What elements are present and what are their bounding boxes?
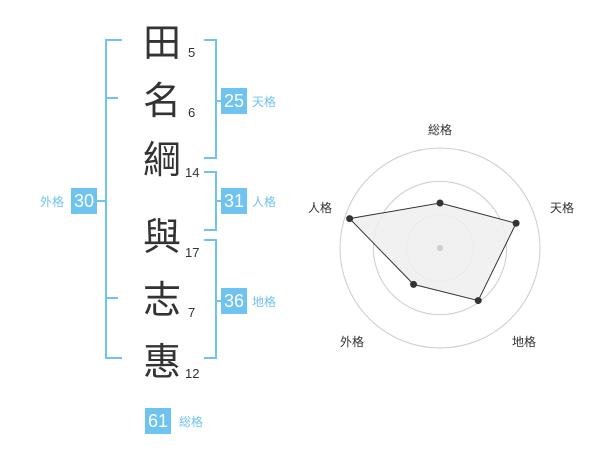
radar-axis-label-jinkaku: 人格 xyxy=(308,201,333,215)
radar-axis-label-gaikaku: 外格 xyxy=(340,335,365,349)
soukaku-score: 61 xyxy=(145,408,171,434)
soukaku-label: 総格 xyxy=(179,415,204,429)
radar-axis-label-chikaku: 地格 xyxy=(512,335,537,349)
chikaku-score: 36 xyxy=(221,288,247,314)
jinkaku-score: 31 xyxy=(221,188,247,214)
name-char-5: 志 xyxy=(142,278,181,322)
name-char-2: 名 xyxy=(142,79,181,123)
radar-center xyxy=(437,245,443,251)
name-char-3: 綱 xyxy=(142,138,181,182)
tenkaku-score: 25 xyxy=(221,88,247,114)
radar-axis-label-tenkaku: 天格 xyxy=(550,201,575,215)
stroke-count-3: 14 xyxy=(185,165,200,180)
tenkaku-bracket xyxy=(204,39,217,159)
radar-point-1 xyxy=(436,199,444,207)
gaikaku-label: 外格 xyxy=(40,195,65,209)
stroke-count-5: 7 xyxy=(188,305,196,320)
name-char-4: 與 xyxy=(142,215,181,259)
stroke-count-2: 6 xyxy=(188,105,196,120)
radar-point-3 xyxy=(474,297,482,305)
name-char-1: 田 xyxy=(142,21,181,65)
radar-point-4 xyxy=(410,280,418,288)
radar-point-5 xyxy=(346,215,354,223)
stroke-count-6: 12 xyxy=(185,366,200,381)
radar-axis-label-soukaku: 総格 xyxy=(428,123,453,137)
jinkaku-label: 人格 xyxy=(252,195,277,209)
chikaku-label: 地格 xyxy=(252,295,277,309)
radar-point-2 xyxy=(512,219,520,227)
stroke-count-1: 5 xyxy=(188,45,196,60)
gaikaku-score: 30 xyxy=(71,188,97,214)
chikaku-bracket xyxy=(204,239,217,359)
gaikaku-bracket xyxy=(105,39,122,359)
radar-ring xyxy=(339,147,541,349)
radar-polygon xyxy=(348,202,517,302)
stroke-count-4: 17 xyxy=(185,245,200,260)
name-char-6: 惠 xyxy=(142,340,181,384)
radar-ring xyxy=(372,180,508,316)
tenkaku-label: 天格 xyxy=(252,95,277,109)
